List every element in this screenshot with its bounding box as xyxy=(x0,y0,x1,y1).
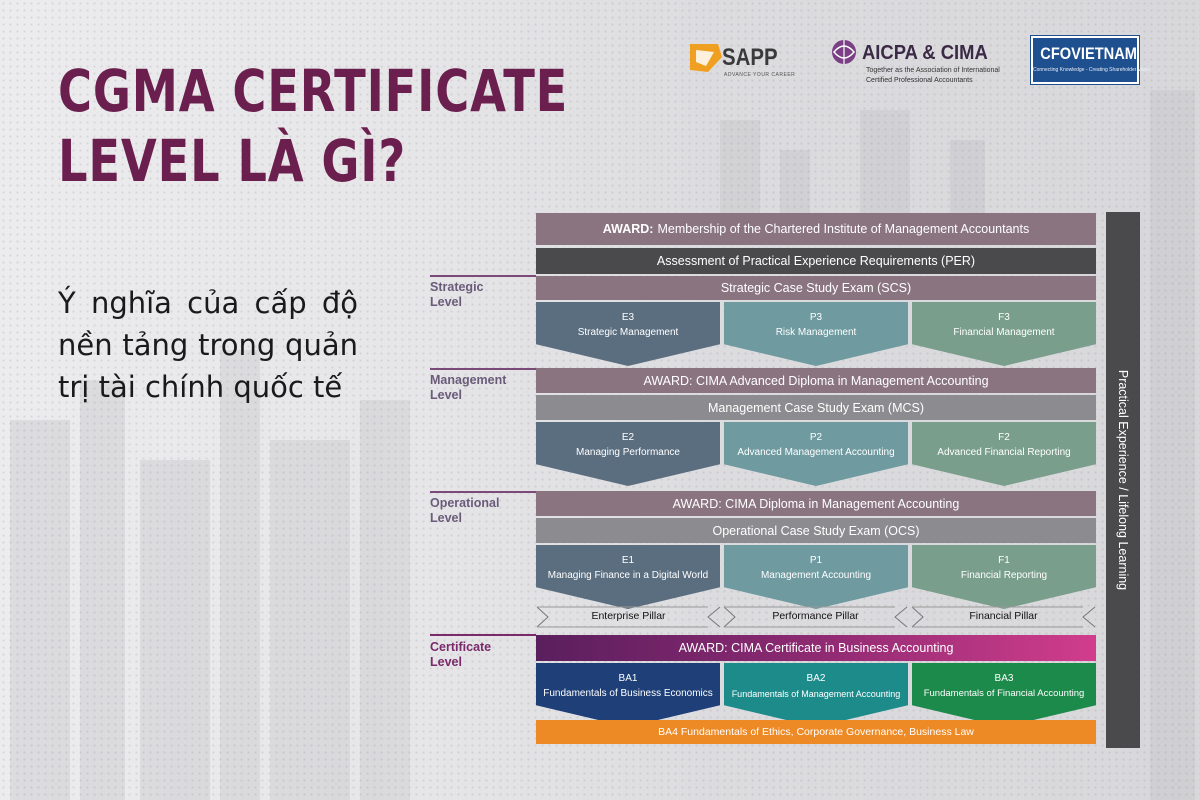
paper-code: F3 xyxy=(998,312,1010,323)
title-line-1: CGMA CERTIFICATE xyxy=(58,57,569,125)
aicpa-cima-logo-line-1: Together as the Association of Internati… xyxy=(866,67,1000,74)
paper-code: F1 xyxy=(998,555,1010,566)
paper-name: Fundamentals of Financial Accounting xyxy=(923,688,1085,699)
operational-label-line-2: Level xyxy=(430,511,462,525)
certificate-level-label: Certificate Level xyxy=(430,640,491,670)
management-label-line-1: Management xyxy=(430,373,507,387)
strategic-label-line-2: Level xyxy=(430,295,462,309)
performance-pillar: Performance Pillar xyxy=(723,606,908,628)
paper-name: Risk Management xyxy=(775,327,857,338)
paper-name: Managing Finance in a Digital World xyxy=(547,570,709,581)
certificate-level-divider xyxy=(430,634,536,636)
sapp-mark-icon xyxy=(690,44,722,72)
per-bar: Assessment of Practical Experience Requi… xyxy=(536,248,1096,274)
cfo-logo-tagline: Connecting Knowledge - Creating Sharehol… xyxy=(1033,67,1151,73)
paper-name: Financial Management xyxy=(953,327,1055,338)
sapp-logo-text: SAPP xyxy=(722,44,778,71)
paper-name: Fundamentals of Business Economics xyxy=(543,688,713,699)
paper-name: Advanced Financial Reporting xyxy=(937,447,1071,458)
paper-name: Fundamentals of Management Accounting xyxy=(731,689,901,699)
management-label-line-2: Level xyxy=(430,388,462,402)
paper-name: Managing Performance xyxy=(576,447,680,458)
management-award-bar: AWARD: CIMA Advanced Diploma in Manageme… xyxy=(536,368,1096,393)
paper-name: Advanced Management Accounting xyxy=(737,447,895,458)
strategic-label-line-1: Strategic xyxy=(430,280,484,294)
paper-code: BA1 xyxy=(618,673,638,684)
aicpa-cima-logo: AICPA & CIMA Together as the Association… xyxy=(830,36,1000,90)
ba4-bar: BA4 Fundamentals of Ethics, Corporate Go… xyxy=(536,720,1096,744)
management-exam-bar: Management Case Study Exam (MCS) xyxy=(536,395,1096,420)
paper-code: BA2 xyxy=(806,673,826,684)
lifelong-learning-label: Practical Experience / Lifelong Learning xyxy=(1116,369,1130,591)
page-title: CGMA CERTIFICATE LEVEL LÀ GÌ? xyxy=(58,56,568,196)
strategic-level-divider xyxy=(430,275,536,277)
performance-pillar-label: Performance Pillar xyxy=(772,610,859,622)
enterprise-pillar: Enterprise Pillar xyxy=(536,606,721,628)
page-subtitle: Ý nghĩa của cấp độ nền tảng trong quản t… xyxy=(58,286,358,404)
paper-code: P2 xyxy=(809,432,823,443)
operational-label-line-1: Operational xyxy=(430,496,500,510)
aicpa-globe-icon xyxy=(832,40,856,64)
title-line-2: LEVEL LÀ GÌ? xyxy=(58,127,407,195)
paper-code: E1 xyxy=(621,555,635,566)
operational-level-label: Operational Level xyxy=(430,496,499,526)
paper-code: P3 xyxy=(809,312,823,323)
paper-code: F2 xyxy=(998,432,1010,443)
enterprise-pillar-label: Enterprise Pillar xyxy=(591,610,666,622)
paper-name: Strategic Management xyxy=(577,327,679,338)
aicpa-cima-logo-text: AICPA & CIMA xyxy=(862,42,988,64)
strategic-exam-bar: Strategic Case Study Exam (SCS) xyxy=(536,276,1096,300)
certificate-label-line-1: Certificate xyxy=(430,640,492,654)
membership-award-text: Membership of the Chartered Institute of… xyxy=(657,222,1030,236)
paper-code: P1 xyxy=(809,555,823,566)
pillar-chevron-outline xyxy=(911,606,1096,628)
sapp-logo-tagline: ADVANCE YOUR CAREER xyxy=(724,72,796,78)
lifelong-learning-side-bar xyxy=(1106,212,1140,748)
management-level-label: Management Level xyxy=(430,373,506,403)
operational-award-bar: AWARD: CIMA Diploma in Management Accoun… xyxy=(536,491,1096,516)
financial-pillar: Financial Pillar xyxy=(911,606,1096,628)
operational-exam-bar: Operational Case Study Exam (OCS) xyxy=(536,518,1096,543)
strategic-level-label: Strategic Level xyxy=(430,280,484,310)
award-prefix: AWARD: xyxy=(602,222,654,236)
paper-name: Financial Reporting xyxy=(960,570,1048,581)
certificate-label-line-2: Level xyxy=(430,655,462,669)
operational-level-divider xyxy=(430,491,536,493)
cfo-vietnam-logo: CFOVIETNAM Connecting Knowledge - Creati… xyxy=(1031,36,1151,84)
membership-award-bar: AWARD: Membership of the Chartered Insti… xyxy=(536,213,1096,245)
sapp-logo: SAPP ADVANCE YOUR CAREER xyxy=(688,36,800,86)
management-level-divider xyxy=(430,368,536,370)
paper-code: E2 xyxy=(621,432,635,443)
financial-pillar-label: Financial Pillar xyxy=(969,610,1038,622)
certificate-award-bar: AWARD: CIMA Certificate in Business Acco… xyxy=(536,635,1096,661)
pillar-chevron-outline xyxy=(723,606,908,628)
aicpa-cima-logo-line-2: Certified Professional Accountants xyxy=(866,77,973,84)
paper-code: E3 xyxy=(621,312,635,323)
paper-code: BA3 xyxy=(994,673,1014,684)
cfo-logo-text: CFOVIETNAM xyxy=(1040,44,1137,63)
pillar-chevron-outline xyxy=(536,606,721,628)
paper-name: Management Accounting xyxy=(760,570,872,581)
